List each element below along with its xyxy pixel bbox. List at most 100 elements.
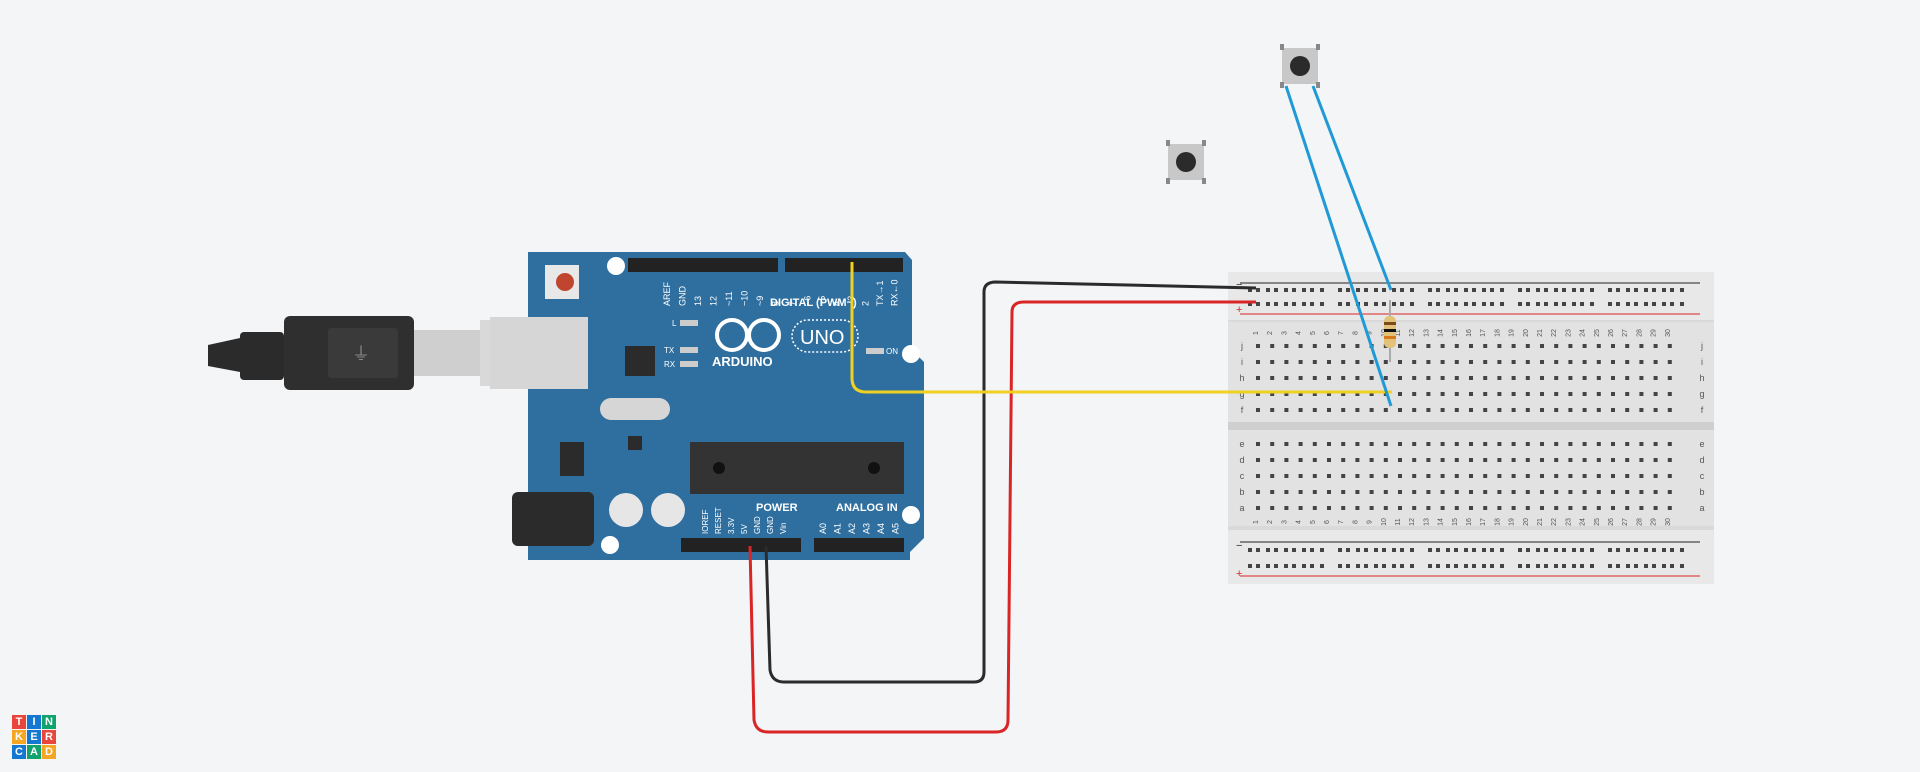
breadboard-hole[interactable]	[1412, 474, 1417, 478]
breadboard-hole[interactable]	[1284, 442, 1289, 446]
breadboard-hole[interactable]	[1341, 344, 1346, 348]
breadboard-hole[interactable]	[1454, 548, 1458, 552]
breadboard-hole[interactable]	[1611, 392, 1615, 396]
breadboard-hole[interactable]	[1562, 564, 1566, 568]
breadboard-hole[interactable]	[1582, 360, 1587, 364]
breadboard-hole[interactable]	[1270, 442, 1275, 446]
breadboard-hole[interactable]	[1256, 344, 1260, 348]
breadboard-hole[interactable]	[1355, 392, 1360, 396]
breadboard-hole[interactable]	[1398, 458, 1402, 462]
breadboard-hole[interactable]	[1266, 302, 1270, 306]
breadboard-hole[interactable]	[1590, 302, 1594, 306]
breadboard-hole[interactable]	[1446, 302, 1450, 306]
breadboard-hole[interactable]	[1608, 302, 1612, 306]
breadboard-hole[interactable]	[1274, 564, 1278, 568]
breadboard-hole[interactable]	[1652, 548, 1656, 552]
breadboard-hole[interactable]	[1428, 288, 1432, 292]
breadboard-hole[interactable]	[1270, 474, 1275, 478]
breadboard-hole[interactable]	[1398, 490, 1402, 494]
breadboard-hole[interactable]	[1469, 474, 1473, 478]
breadboard-hole[interactable]	[1464, 564, 1468, 568]
breadboard-hole[interactable]	[1274, 548, 1278, 552]
breadboard-hole[interactable]	[1284, 506, 1289, 510]
breadboard-hole[interactable]	[1625, 458, 1630, 462]
breadboard-holes[interactable]	[1248, 288, 1684, 568]
breadboard-hole[interactable]	[1562, 548, 1566, 552]
breadboard-hole[interactable]	[1341, 392, 1346, 396]
breadboard-hole[interactable]	[1608, 288, 1612, 292]
breadboard-hole[interactable]	[1355, 442, 1360, 446]
breadboard-hole[interactable]	[1536, 564, 1540, 568]
breadboard-hole[interactable]	[1670, 288, 1674, 292]
breadboard-hole[interactable]	[1483, 376, 1488, 380]
breadboard-hole[interactable]	[1346, 548, 1350, 552]
breadboard-hole[interactable]	[1667, 458, 1672, 462]
breadboard-hole[interactable]	[1248, 548, 1252, 552]
breadboard-hole[interactable]	[1652, 564, 1656, 568]
breadboard-hole[interactable]	[1338, 288, 1342, 292]
breadboard-hole[interactable]	[1454, 490, 1459, 494]
breadboard-hole[interactable]	[1526, 548, 1530, 552]
breadboard-hole[interactable]	[1426, 408, 1431, 412]
breadboard-hole[interactable]	[1582, 474, 1587, 478]
breadboard-hole[interactable]	[1256, 490, 1260, 494]
breadboard-hole[interactable]	[1440, 506, 1445, 510]
breadboard-hole[interactable]	[1667, 392, 1672, 396]
breadboard-hole[interactable]	[1490, 288, 1494, 292]
breadboard-hole[interactable]	[1302, 288, 1306, 292]
breadboard-hole[interactable]	[1327, 408, 1331, 412]
breadboard-hole[interactable]	[1511, 458, 1516, 462]
breadboard-hole[interactable]	[1464, 302, 1468, 306]
breadboard-hole[interactable]	[1490, 564, 1494, 568]
breadboard-hole[interactable]	[1248, 288, 1252, 292]
breadboard-hole[interactable]	[1580, 288, 1584, 292]
breadboard-hole[interactable]	[1341, 442, 1346, 446]
breadboard-hole[interactable]	[1454, 344, 1459, 348]
resistor[interactable]	[1384, 300, 1396, 362]
breadboard-hole[interactable]	[1611, 506, 1615, 510]
breadboard-hole[interactable]	[1327, 344, 1331, 348]
breadboard-hole[interactable]	[1426, 376, 1431, 380]
breadboard-hole[interactable]	[1412, 490, 1417, 494]
breadboard-hole[interactable]	[1428, 548, 1432, 552]
breadboard-hole[interactable]	[1369, 490, 1374, 494]
breadboard-hole[interactable]	[1554, 474, 1559, 478]
breadboard-hole[interactable]	[1518, 288, 1522, 292]
breadboard-hole[interactable]	[1284, 408, 1289, 412]
breadboard-hole[interactable]	[1341, 506, 1346, 510]
breadboard-hole[interactable]	[1469, 490, 1473, 494]
breadboard-hole[interactable]	[1582, 458, 1587, 462]
breadboard-hole[interactable]	[1256, 506, 1260, 510]
breadboard-hole[interactable]	[1680, 302, 1684, 306]
breadboard-hole[interactable]	[1312, 474, 1317, 478]
breadboard-hole[interactable]	[1482, 564, 1486, 568]
breadboard-hole[interactable]	[1667, 376, 1672, 380]
breadboard-hole[interactable]	[1327, 442, 1331, 446]
breadboard-hole[interactable]	[1653, 392, 1658, 396]
breadboard-hole[interactable]	[1356, 288, 1360, 292]
breadboard-hole[interactable]	[1440, 376, 1445, 380]
breadboard-hole[interactable]	[1436, 564, 1440, 568]
breadboard-hole[interactable]	[1562, 302, 1566, 306]
breadboard-hole[interactable]	[1616, 564, 1620, 568]
breadboard-hole[interactable]	[1625, 344, 1630, 348]
breadboard-hole[interactable]	[1355, 458, 1360, 462]
breadboard-hole[interactable]	[1644, 288, 1648, 292]
breadboard-hole[interactable]	[1440, 360, 1445, 364]
breadboard-hole[interactable]	[1644, 564, 1648, 568]
breadboard-hole[interactable]	[1410, 302, 1414, 306]
breadboard-hole[interactable]	[1400, 288, 1404, 292]
breadboard-hole[interactable]	[1582, 442, 1587, 446]
breadboard-hole[interactable]	[1568, 474, 1573, 478]
breadboard-hole[interactable]	[1412, 344, 1417, 348]
breadboard-hole[interactable]	[1266, 564, 1270, 568]
breadboard-hole[interactable]	[1518, 302, 1522, 306]
breadboard-hole[interactable]	[1572, 548, 1576, 552]
breadboard-hole[interactable]	[1364, 288, 1368, 292]
breadboard-hole[interactable]	[1625, 376, 1630, 380]
breadboard-hole[interactable]	[1454, 376, 1459, 380]
breadboard-hole[interactable]	[1256, 564, 1260, 568]
breadboard-hole[interactable]	[1568, 344, 1573, 348]
breadboard-hole[interactable]	[1426, 474, 1431, 478]
